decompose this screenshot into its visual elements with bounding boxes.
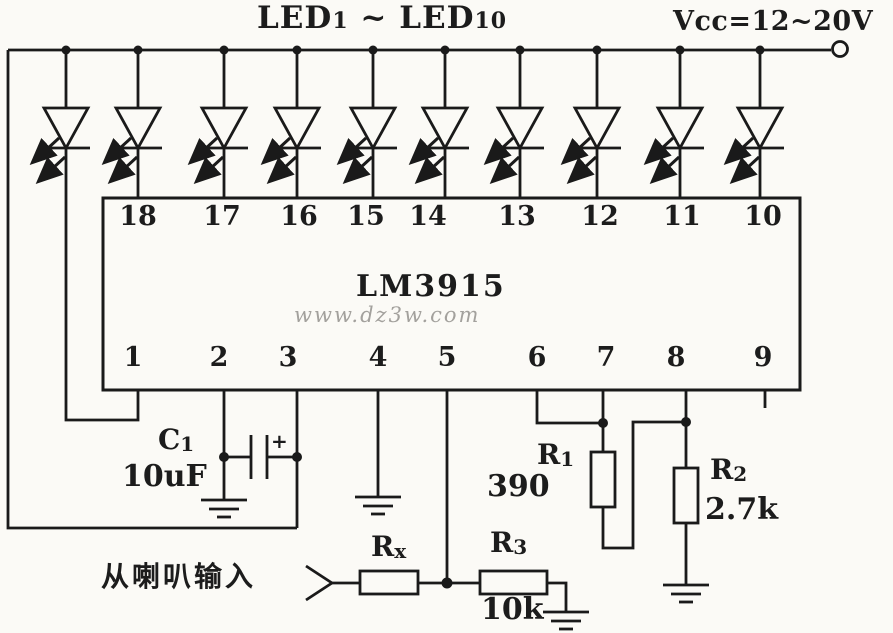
pin-label-13: 13 <box>498 201 536 232</box>
ground-icon <box>353 495 403 516</box>
pin-label-18: 18 <box>119 201 157 232</box>
r1-ref: R1 <box>537 438 575 471</box>
ref-sub: 1 <box>180 432 195 456</box>
title-part: 1 <box>332 8 349 34</box>
ground-icon <box>541 610 591 631</box>
resistor-r2-icon <box>672 466 700 525</box>
led-range-title: LED1 ~ LED10 <box>257 3 507 34</box>
polarity-plus-sign: + <box>271 429 288 453</box>
bottom-wiring: + <box>64 198 767 631</box>
ref-base: R <box>371 530 395 563</box>
r3-value: 10k <box>481 592 544 627</box>
r1-return-wire <box>601 420 686 550</box>
led-5-icon <box>340 46 397 199</box>
vcc-rail <box>8 40 849 58</box>
ref-base: R <box>710 453 734 486</box>
pin-label-12: 12 <box>581 201 619 232</box>
pin6-wire <box>535 390 603 425</box>
led-array <box>33 46 784 199</box>
r3-ground-wire <box>547 581 568 612</box>
r1-value: 390 <box>487 469 550 504</box>
pin-label-7: 7 <box>596 342 616 373</box>
pin-label-6: 6 <box>527 342 547 373</box>
watermark: www.dz3w.com <box>294 303 481 327</box>
c1-ref: C1 <box>158 423 195 456</box>
ref-sub: 2 <box>733 462 748 486</box>
title-part: LED <box>399 0 475 36</box>
pin-label-14: 14 <box>409 201 447 232</box>
vplus-feed-wire <box>6 50 297 530</box>
ground-icon <box>199 498 249 519</box>
pin-label-2: 2 <box>209 342 229 373</box>
pin-label-4: 4 <box>368 342 388 373</box>
led-6-icon <box>412 46 469 199</box>
pin-label-16: 16 <box>280 201 318 232</box>
ref-base: C <box>158 423 181 456</box>
capacitor-c1-icon: + <box>224 429 297 479</box>
led-10-icon <box>727 46 784 199</box>
pin-label-8: 8 <box>666 342 686 373</box>
ic-name: LM3915 <box>356 269 506 304</box>
ground-icon <box>661 583 711 604</box>
ic-body <box>101 196 802 392</box>
r3-ref: R3 <box>490 526 528 559</box>
title-part: LED <box>257 0 333 36</box>
resistor-r1-icon <box>589 450 617 509</box>
input-connector-icon <box>305 564 333 602</box>
r2-ref: R2 <box>710 453 748 486</box>
pin-label-3: 3 <box>278 342 298 373</box>
r2-value: 2.7k <box>705 492 778 527</box>
title-part: ~ <box>348 0 400 36</box>
title-part: 10 <box>474 8 508 34</box>
pin-label-11: 11 <box>663 201 701 232</box>
pin-label-10: 10 <box>744 201 782 232</box>
pin-label-1: 1 <box>123 342 143 373</box>
junction-dot <box>598 418 608 428</box>
junction-dot <box>681 417 691 427</box>
ref-base: R <box>490 526 514 559</box>
led-2-icon <box>105 46 162 199</box>
led-4-icon <box>264 46 321 199</box>
junction-dot <box>441 577 453 589</box>
vcc-label: Vcc=12~20V <box>673 6 874 37</box>
pin-label-17: 17 <box>203 201 241 232</box>
c1-value: 10uF <box>122 459 207 494</box>
led-8-icon <box>564 46 621 199</box>
resistor-rx-icon <box>358 569 420 596</box>
vcc-terminal-icon <box>831 40 849 58</box>
led-7-icon <box>487 46 544 199</box>
junction-dot <box>219 452 229 462</box>
pin-label-15: 15 <box>347 201 385 232</box>
rx-ref: Rx <box>371 530 407 563</box>
ref-base: R <box>537 438 561 471</box>
pin-label-9: 9 <box>753 342 773 373</box>
ref-sub: 3 <box>513 535 528 559</box>
led-1-icon <box>33 46 90 199</box>
ref-sub: 1 <box>560 447 575 471</box>
led-3-icon <box>191 46 248 199</box>
input-source-label: 从喇叭输入 <box>101 560 257 593</box>
pin1-wire <box>64 198 140 422</box>
ref-sub: x <box>394 539 407 563</box>
led-9-icon <box>647 46 704 199</box>
pin-label-5: 5 <box>437 342 457 373</box>
resistor-r3-icon <box>478 569 549 596</box>
junction-dot <box>292 452 302 462</box>
